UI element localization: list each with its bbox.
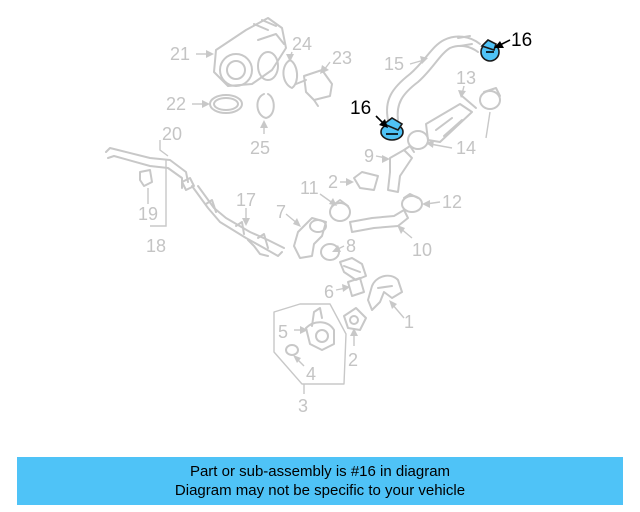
part-10-hose: [349, 209, 409, 233]
part-21-housing: [213, 17, 287, 87]
label-7: 7: [276, 202, 286, 222]
part-17-rail: [191, 185, 285, 257]
banner-line-part: Part or sub-assembly is #16 in diagram: [189, 463, 451, 480]
part-info-banner: Part or sub-assembly is #16 in diagram D…: [17, 457, 623, 505]
label-23: 23: [332, 48, 352, 68]
label-5: 5: [278, 322, 288, 342]
part-6-fitting: [347, 277, 365, 297]
label-14: 14: [456, 138, 476, 158]
label-18: 18: [146, 236, 166, 256]
label-19: 19: [138, 204, 158, 224]
label-25: 25: [250, 138, 270, 158]
part-7-hose: [293, 217, 327, 259]
part-19-clip: [139, 169, 153, 187]
label-12: 12: [442, 192, 462, 212]
parts-diagram: 21 22 24 23 25 20 19 18 17 15 16 16 13 1…: [105, 17, 532, 416]
label-13: 13: [456, 68, 476, 88]
part-1-hose: [367, 274, 403, 311]
label-17: 17: [236, 190, 256, 210]
part-9-hose: [387, 145, 415, 193]
label-16-top: 16: [511, 30, 532, 51]
part-20-pipe: [105, 147, 195, 191]
part-12-clamp: [401, 193, 423, 213]
label-8: 8: [346, 236, 356, 256]
label-2-upper: 2: [328, 172, 338, 192]
part-16-clamp-mid: [380, 117, 404, 141]
label-11: 11: [300, 178, 319, 198]
label-20: 20: [162, 124, 182, 144]
banner-line-disclaimer: Diagram may not be specific to your vehi…: [174, 482, 466, 499]
part-2-fitting-lower: [343, 307, 367, 331]
label-10: 10: [412, 240, 432, 260]
label-21: 21: [170, 44, 190, 64]
part-25-clip: [256, 93, 275, 119]
label-24: 24: [292, 34, 312, 54]
part-23-sensor: [295, 69, 333, 107]
label-15: 15: [384, 54, 404, 74]
part-13-hose: [425, 95, 477, 143]
part-3-assembly-box: [273, 303, 347, 385]
label-3: 3: [298, 396, 308, 416]
label-16-mid: 16: [350, 98, 371, 119]
part-24-seal: [282, 59, 298, 89]
part-14-clamp: [407, 87, 501, 150]
part-22-ring-inner: [213, 97, 239, 111]
label-6: 6: [324, 282, 334, 302]
part-16-clamp-top: [480, 39, 500, 62]
part-15-hose: [386, 35, 481, 121]
part-fitting-joint: [339, 257, 367, 281]
label-1: 1: [404, 312, 414, 332]
label-9: 9: [364, 146, 374, 166]
part-2-clamp-upper: [353, 171, 379, 191]
label-22: 22: [166, 94, 186, 114]
label-2-lower: 2: [348, 350, 358, 370]
label-4: 4: [306, 364, 316, 384]
